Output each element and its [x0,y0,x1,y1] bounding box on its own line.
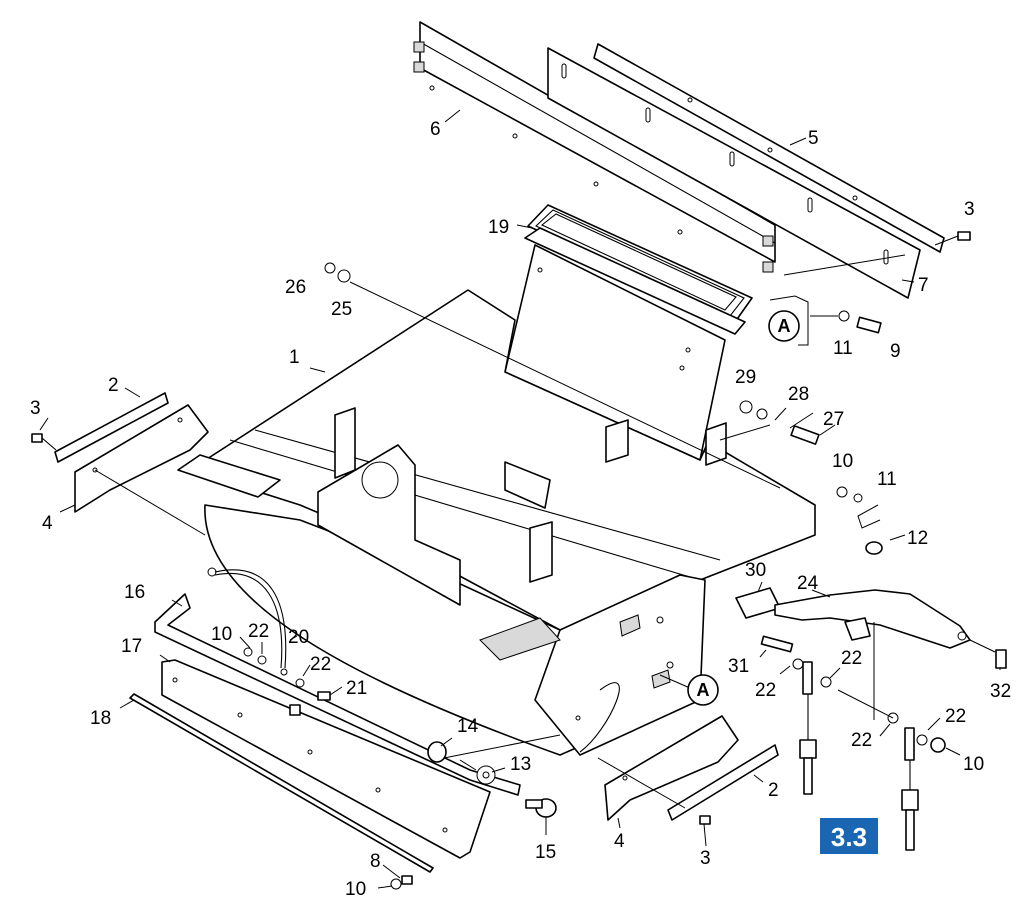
part-label: 16 [124,582,145,603]
part-label: 22 [851,730,872,751]
part-label: 27 [823,409,844,430]
cable-end-left [799,661,832,795]
lever-24 [774,589,971,649]
part-label: 4 [42,513,53,534]
part-label: 12 [907,528,928,549]
part-label: 31 [728,656,749,677]
guard-4-right [604,715,739,821]
cable-20 [207,567,288,676]
part-label: 10 [963,754,984,775]
part-label: 24 [797,573,819,594]
part-label: 11 [833,338,853,359]
part-label: 21 [346,678,367,699]
strip-5 [593,43,945,253]
part-label: 30 [745,560,766,581]
guard-4-left [74,404,209,513]
svg-text:3.3: 3.3 [831,822,867,852]
part-label: 25 [331,299,352,320]
part-label: 14 [457,716,479,737]
part-label: 22 [248,621,269,642]
part-label: 28 [788,384,809,405]
part-label: 22 [310,654,331,675]
duct-19 [504,204,753,461]
part-label: 22 [945,706,966,727]
part-label: 15 [535,842,556,863]
section-badge: 3.3 [820,818,878,854]
bolt-3-bottom [699,815,711,825]
bolt-3-left [31,433,57,451]
part-label: 3 [700,848,711,869]
part-label: 10 [211,624,232,645]
bolt-31 [760,635,804,670]
part-label: 3 [30,398,41,419]
strip-2-left [54,392,169,463]
part-label: 22 [841,648,862,669]
part-label: 4 [614,831,625,852]
svg-text:A: A [697,680,710,700]
svg-text:A: A [778,316,791,336]
strip-2-right [667,744,779,821]
part-label: 17 [121,636,142,657]
cable-end-right [887,712,946,851]
part-label: 6 [430,119,441,140]
part-label: 5 [808,128,819,149]
strip-18 [129,693,434,873]
part-label: 29 [735,367,756,388]
part-label: 13 [510,754,531,775]
part-label: 19 [488,217,509,238]
part-label: 20 [288,627,309,648]
part-label: 2 [108,375,119,396]
part-label: 2 [768,780,779,801]
part-label: 32 [990,681,1011,702]
panel-7 [547,47,921,299]
hardware-small [243,231,971,890]
part-label: 22 [755,680,776,701]
frame-body-1 [177,289,816,756]
leader-lines [39,109,1001,889]
part-label: 9 [890,341,901,362]
block-30 [735,587,781,619]
part-label: 11 [877,469,897,490]
part-label: 10 [832,451,853,472]
part-label: 10 [345,879,366,900]
part-number-labels: 6 5 3 19 7 26 25 11 9 1 2 3 29 28 27 4 1… [30,119,1011,900]
part-label: 18 [90,708,111,729]
callout-a-body: A [687,674,719,706]
part-label: 1 [289,347,300,368]
bolt-32 [995,649,1007,669]
part-label: 26 [285,277,306,298]
part-label: 8 [370,851,381,872]
callout-a-top: A [768,310,800,342]
part-label: 3 [964,199,975,220]
blade-17 [161,659,491,859]
part-label: 7 [918,275,929,296]
